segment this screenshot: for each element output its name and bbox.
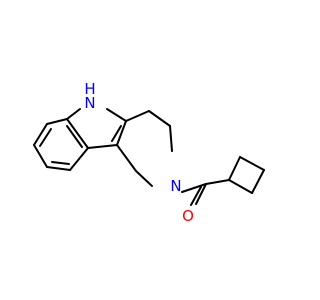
piperidine-ring [116, 110, 173, 187]
double-bond-inner [51, 161, 70, 165]
bond [251, 169, 265, 194]
bond [69, 147, 89, 171]
nh-label: H N [84, 80, 95, 112]
bond [135, 170, 153, 187]
double-bond-inner [111, 125, 122, 142]
bond [205, 179, 230, 185]
bond [148, 110, 171, 127]
atom-label-h: H [84, 80, 95, 98]
bond [169, 125, 173, 152]
double-bond-inner [66, 125, 83, 148]
carbonyl-bond [190, 186, 202, 206]
bond [66, 118, 89, 149]
bond [87, 144, 118, 149]
bond [239, 156, 265, 171]
bond [33, 144, 48, 168]
benzene-ring [33, 118, 89, 171]
bond [181, 183, 207, 193]
molecule-diagram: H N N O [33, 80, 265, 225]
atom-label-n-amide: N [170, 177, 181, 195]
pyrrole-ring [66, 108, 127, 149]
bond [125, 110, 150, 122]
structure-canvas: H N N O [33, 80, 265, 225]
cyclobutanecarbonyl [181, 156, 265, 206]
bond [46, 166, 71, 171]
bond [116, 144, 137, 172]
atom-label-o: O [182, 207, 194, 225]
bond [33, 123, 48, 146]
bond [106, 108, 127, 122]
bond [66, 108, 81, 120]
atom-label-n-indole: N [84, 94, 95, 112]
double-bond-inner [39, 128, 52, 147]
bond [116, 120, 127, 146]
carbonyl-bond [195, 183, 207, 205]
bond [228, 179, 253, 194]
bond [46, 118, 68, 125]
bond [228, 156, 241, 181]
